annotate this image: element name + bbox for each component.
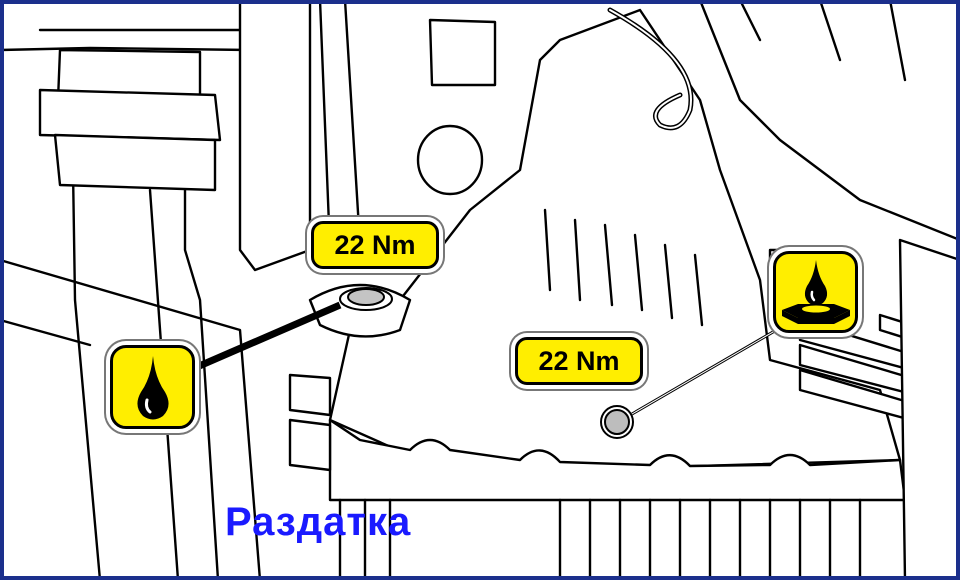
oil-on-surface-icon: [782, 260, 850, 324]
lower-bolt: [600, 405, 634, 439]
rail-line: [318, 0, 332, 252]
lower-flange: [328, 418, 907, 502]
oil-badge-right: [773, 251, 858, 333]
hose-loop-inner: [609, 9, 692, 129]
upper-bolt: [339, 287, 393, 311]
round-cap: [416, 124, 484, 196]
cover-rib-3: [603, 223, 614, 307]
left-panel-line: [0, 258, 262, 582]
left-tab-lower: [288, 418, 332, 472]
cover-rib-5: [663, 243, 674, 320]
cover-rib-1: [543, 208, 552, 292]
top-right-rib-3: [888, 0, 907, 82]
upper-block: [428, 18, 497, 87]
tube-collar: [38, 88, 222, 142]
cover-rib-4: [633, 233, 644, 312]
cover-rib-2: [573, 218, 582, 302]
top-right-housing: [698, 0, 960, 242]
top-right-rib-2: [818, 0, 842, 62]
diagram-caption: Раздатка: [225, 500, 412, 544]
tube-collar-lower: [53, 133, 217, 192]
left-tab-upper: [288, 373, 332, 417]
torque-label-upper-text: 22 Nm: [334, 229, 416, 260]
torque-label-lower: 22 Nm: [515, 337, 643, 385]
oil-drop-icon: [137, 356, 169, 420]
top-right-rib-1: [738, 0, 762, 42]
cover-rib-6: [693, 253, 704, 327]
torque-label-lower-text: 22 Nm: [538, 345, 620, 376]
left-frame-rail: [238, 0, 312, 272]
torque-label-upper: 22 Nm: [311, 221, 439, 269]
bottom-teeth: [338, 498, 862, 582]
right-rail: [898, 238, 960, 582]
rail-line-2: [343, 0, 362, 247]
left-panel-line-2: [0, 318, 92, 347]
leader-line-left: [188, 301, 342, 374]
oil-badge-left: [110, 345, 195, 429]
leader-line-right-inner: [631, 324, 786, 415]
